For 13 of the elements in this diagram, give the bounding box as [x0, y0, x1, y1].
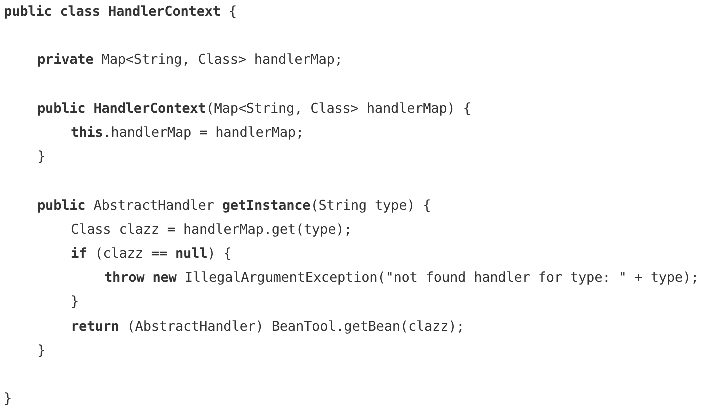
code-line: }	[71, 293, 80, 312]
code-line: if (clazz == null) {	[71, 245, 232, 264]
code-line: public class HandlerContext {	[4, 3, 237, 22]
code-line: throw new IllegalArgumentException("not found handler for type: " + type);	[104, 269, 700, 288]
code-line: }	[38, 148, 46, 168]
code-line: return (AbstractHandler) BeanTool.getBean(clazz);	[71, 318, 465, 337]
code-line: public HandlerContext(Map<String, Class> handlerMap) {	[38, 100, 472, 119]
code-line: }	[4, 390, 12, 406]
code-line: }	[38, 342, 46, 361]
code-line: private Map<String, Class> handlerMap;	[38, 51, 343, 70]
code-line: Class clazz = handlerMap.get(type);	[71, 220, 352, 240]
code-line: public AbstractHandler getInstance(String type) {	[38, 196, 432, 216]
code-line: this.handlerMap = handlerMap;	[71, 124, 304, 143]
